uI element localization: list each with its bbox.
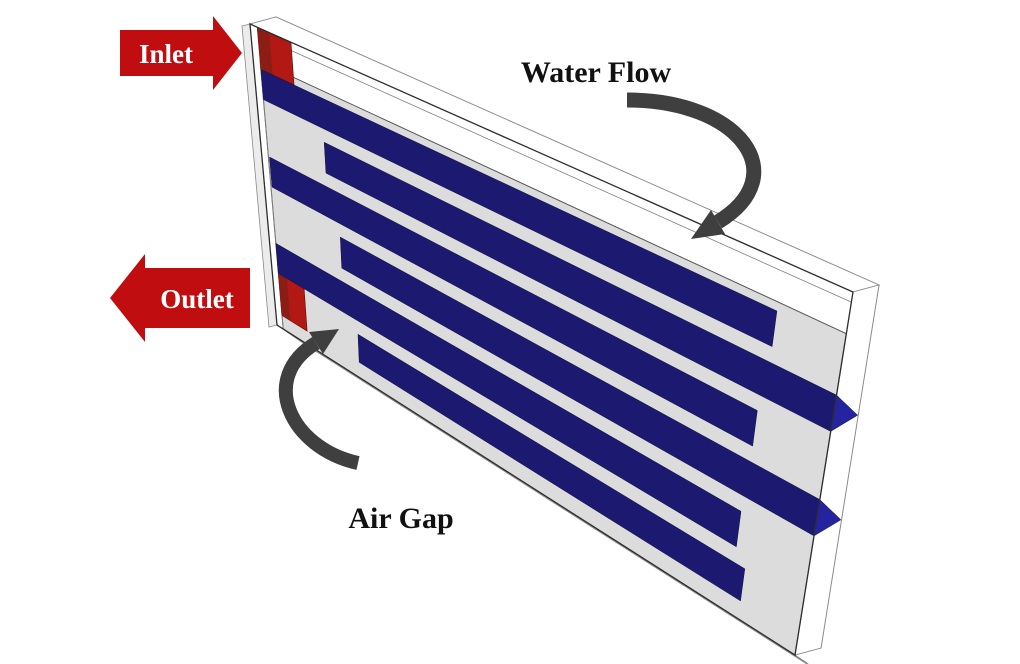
water-flow-arrowhead-icon [691, 210, 725, 239]
outlet-port-shaded-side [277, 262, 291, 321]
annotations: Inlet Outlet Water Flow Air Gap [110, 16, 762, 535]
channel-pass-1-from-inlet [260, 69, 778, 347]
channel-pass-6 [357, 333, 746, 602]
outlet-block-arrow [110, 254, 250, 342]
casing-front-edge [249, 22, 854, 657]
water-flow-label: Water Flow [521, 56, 672, 89]
casing-front-outline [249, 22, 854, 657]
air-gap-arrowhead-icon [309, 329, 339, 354]
outlet-label: Outlet [160, 284, 234, 314]
water-flow-curved-arrow [626, 92, 762, 229]
channel-pass-5-to-outlet [275, 242, 742, 548]
air-gap-curved-arrow [279, 337, 360, 470]
inlet-block-arrow [120, 16, 242, 90]
casing-inner-line-2 [257, 35, 852, 303]
channel-pass-3 [269, 156, 758, 447]
water-flow-channels [260, 69, 859, 602]
inlet-label: Inlet [139, 39, 193, 69]
air-gap-label: Air Gap [348, 502, 453, 535]
inlet-port-shaded-side [257, 27, 273, 75]
